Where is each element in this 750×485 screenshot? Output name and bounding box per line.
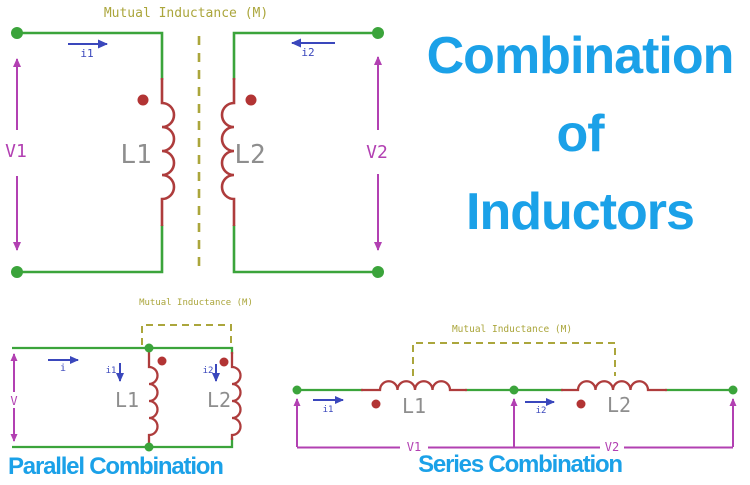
inductor-l2-coil [230, 352, 242, 440]
left-loop-bottom-wire [17, 225, 164, 274]
polarity-dot-l2 [245, 94, 257, 106]
title-line-3: Inductors [466, 183, 695, 241]
title-line-1: Combination [426, 27, 735, 85]
inductor-l1-label: L1 [115, 388, 139, 412]
i1-label: i1 [80, 47, 93, 60]
inductor-l1-label: L1 [120, 140, 151, 170]
mutual-inductance-label: Mutual Inductance (M) [104, 6, 268, 21]
i1-label: i1 [106, 366, 117, 376]
polarity-dot-l1 [137, 94, 149, 106]
junction-dot [144, 442, 154, 452]
i1-label: i1 [323, 405, 334, 415]
v1-label: V1 [5, 141, 27, 162]
right-loop-top-wire [232, 31, 378, 80]
inductor-l2-label: L2 [234, 140, 265, 170]
polarity-dot-l1 [157, 356, 167, 366]
terminal-dot [728, 385, 738, 395]
terminal-dot [292, 385, 302, 395]
parallel-combination-circuit: Mutual Inductance (M) V i i1 i2 L1 L2 [10, 298, 253, 452]
i-label: i [60, 363, 66, 374]
junction-dot [509, 385, 519, 395]
polarity-dot-l2 [576, 399, 586, 409]
i2-label: i2 [301, 46, 314, 59]
terminal-dot [372, 266, 384, 278]
coupling-dashed-bracket [412, 342, 616, 376]
polarity-dot-l2 [219, 357, 229, 367]
series-combination-circuit: Mutual Inductance (M) i1 i2 L1 L2 V1 V2 [292, 324, 738, 454]
i2-label: i2 [203, 366, 214, 376]
inductor-l1-coil [361, 380, 467, 392]
v2-label: V2 [366, 142, 388, 163]
mutual-inductance-circuit: Mutual Inductance (M) L1 L2 V1 V2 i1 i2 [5, 6, 388, 278]
v1-label: V1 [407, 440, 421, 454]
inductor-l1-coil [160, 78, 176, 226]
terminal-dot [11, 27, 23, 39]
coupling-dashed-bracket [141, 324, 232, 345]
left-loop-top-wire [17, 31, 164, 80]
right-loop-bottom-wire [232, 225, 378, 274]
inductor-l2-coil [220, 78, 236, 226]
mutual-inductance-label: Mutual Inductance (M) [452, 324, 572, 335]
polarity-dot-l1 [371, 399, 381, 409]
i2-label: i2 [536, 406, 547, 416]
inductor-l1-coil [147, 348, 159, 447]
inductor-l2-coil [561, 380, 667, 392]
inductor-l2-label: L2 [207, 388, 231, 412]
title-line-2: of [556, 105, 604, 163]
page-title: Combination of Inductors [415, 17, 745, 251]
parallel-combination-caption: Parallel Combination [8, 453, 224, 480]
v2-label: V2 [605, 440, 619, 454]
mutual-inductance-label: Mutual Inductance (M) [139, 298, 253, 308]
series-combination-caption: Series Combination [418, 451, 623, 478]
terminal-dot [372, 27, 384, 39]
v-label: V [10, 394, 17, 408]
inductor-l2-label: L2 [607, 393, 631, 417]
top-wire [12, 346, 234, 354]
inductor-l1-label: L1 [402, 394, 426, 418]
terminal-dot [11, 266, 23, 278]
junction-dot [144, 343, 154, 353]
bottom-wire [12, 438, 234, 449]
